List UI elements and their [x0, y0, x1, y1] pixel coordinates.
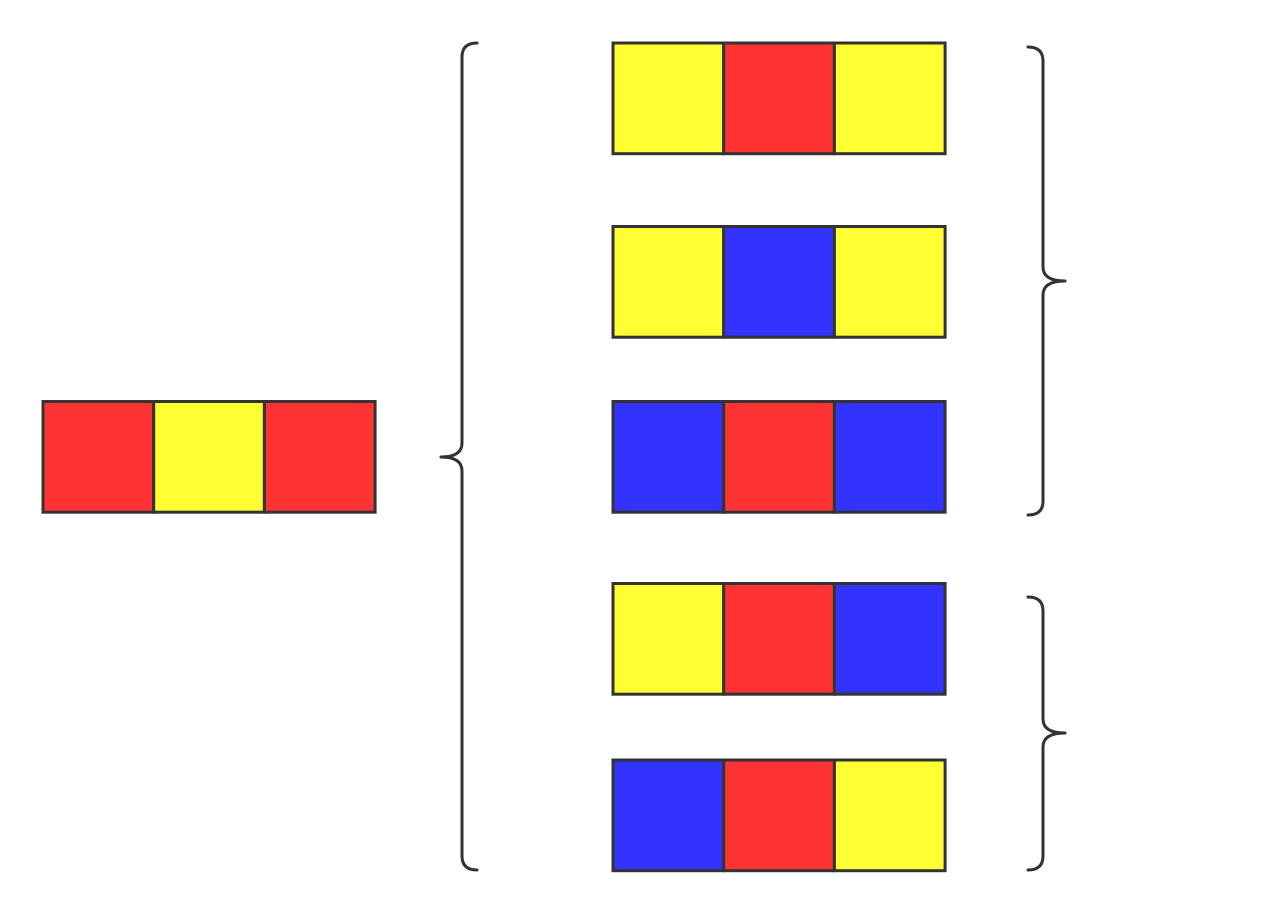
variant-strip-2-cell-3-yellow — [832, 225, 947, 339]
variant-strip-1 — [611, 41, 947, 156]
group-brace-2 — [1026, 595, 1067, 872]
group-brace-1 — [1026, 45, 1067, 517]
source-strip — [41, 400, 377, 514]
variant-strip-2 — [611, 225, 947, 339]
variant-strip-3-cell-3-blue — [832, 400, 947, 514]
variant-strip-4-cell-3-blue — [832, 582, 947, 696]
variant-strip-5-cell-3-yellow — [832, 758, 947, 873]
variant-strip-5-cell-2-red — [722, 758, 836, 873]
variant-strip-3-cell-1-blue — [611, 400, 726, 514]
variant-strip-4-cell-2-red — [722, 582, 836, 696]
source-strip-cell-2-yellow — [152, 400, 266, 514]
source-strip-cell-3-red — [262, 400, 377, 514]
variant-strip-3-cell-2-red — [722, 400, 836, 514]
variant-strip-2-cell-1-yellow — [611, 225, 726, 339]
variant-strip-1-cell-3-yellow — [832, 41, 947, 156]
variant-strip-3 — [611, 400, 947, 514]
variant-strip-1-cell-2-red — [722, 41, 836, 156]
variant-strip-1-cell-1-yellow — [611, 41, 726, 156]
variant-strip-4 — [611, 582, 947, 696]
variant-strip-2-cell-2-blue — [722, 225, 836, 339]
variant-strip-5 — [611, 758, 947, 873]
variant-strip-5-cell-1-blue — [611, 758, 726, 873]
source-strip-cell-1-red — [41, 400, 156, 514]
left-brace — [439, 41, 479, 872]
variant-strip-4-cell-1-yellow — [611, 582, 726, 696]
